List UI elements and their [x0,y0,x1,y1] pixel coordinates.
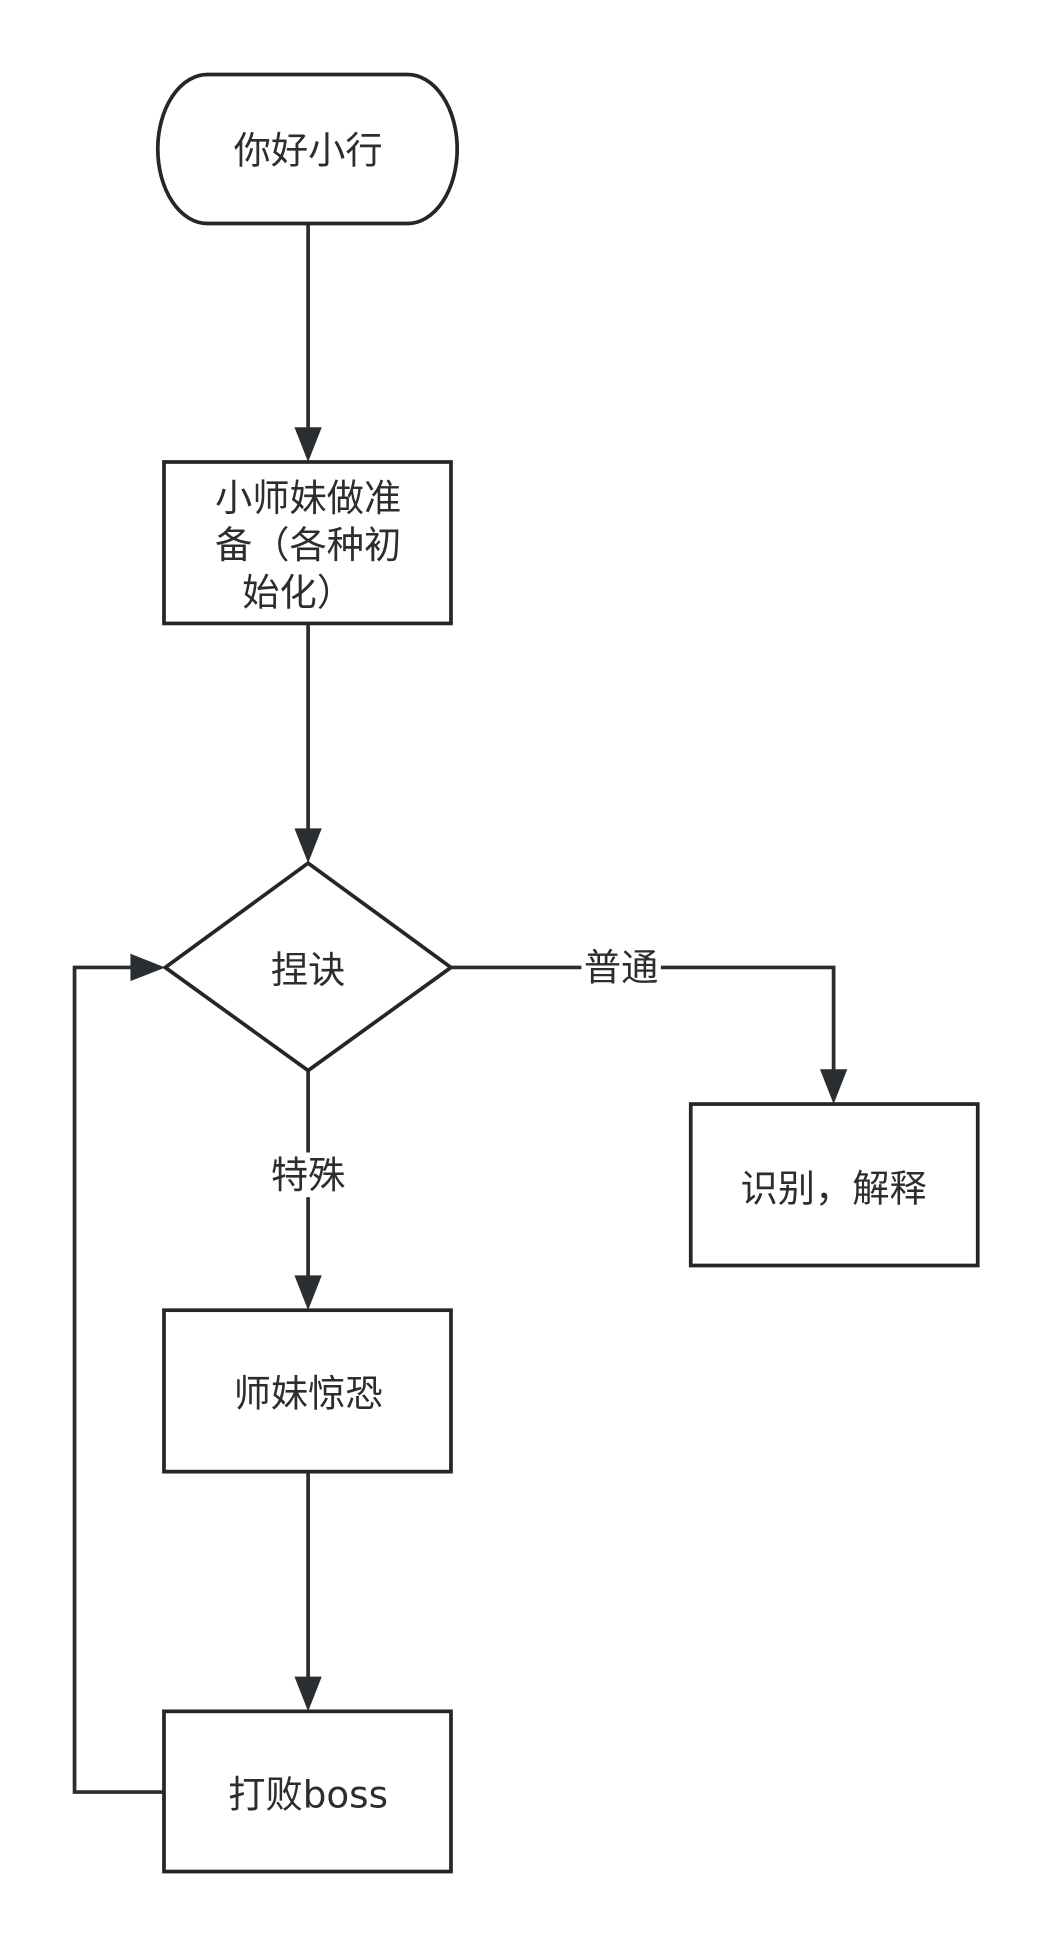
arrowhead-icon [294,1676,322,1712]
edge-start-to-prepare [294,223,322,462]
node-start-label: 你好小行 [234,128,383,172]
edge-label-normal: 普通 [584,945,659,989]
arrowhead-icon [294,427,322,462]
node-panic: 师妹惊恐 [162,1308,453,1474]
node-decision: 捏诀 [162,860,455,1073]
edge-decision-normal: 普通 [450,945,848,1105]
node-panic-label: 师妹惊恐 [234,1371,383,1415]
arrowhead-icon [130,953,166,982]
arrowhead-icon [294,1275,322,1311]
node-decision-label: 捏诀 [271,948,346,992]
node-start: 你好小行 [155,72,460,226]
node-identify: 识别，解释 [688,1102,980,1268]
node-identify-label: 识别，解释 [740,1167,926,1211]
node-prepare: 小师妹做准 备（各种初 始化） [162,460,453,626]
node-defeat-label: 打败boss [228,1773,388,1817]
node-defeat: 打败boss [162,1709,453,1874]
edge-label-special: 特殊 [271,1153,346,1197]
edge-decision-special: 特殊 [265,1070,351,1311]
edge-prepare-to-decision [294,623,322,864]
node-prepare-label-line3: 始化） [242,570,354,614]
arrowhead-icon [819,1069,848,1105]
node-prepare-label-line2: 备（各种初 [215,523,401,567]
node-prepare-label-line1: 小师妹做准 [215,476,401,520]
edge-panic-to-defeat [294,1471,322,1712]
edge-defeat-loop-back [72,953,166,1794]
arrowhead-icon [294,828,322,864]
